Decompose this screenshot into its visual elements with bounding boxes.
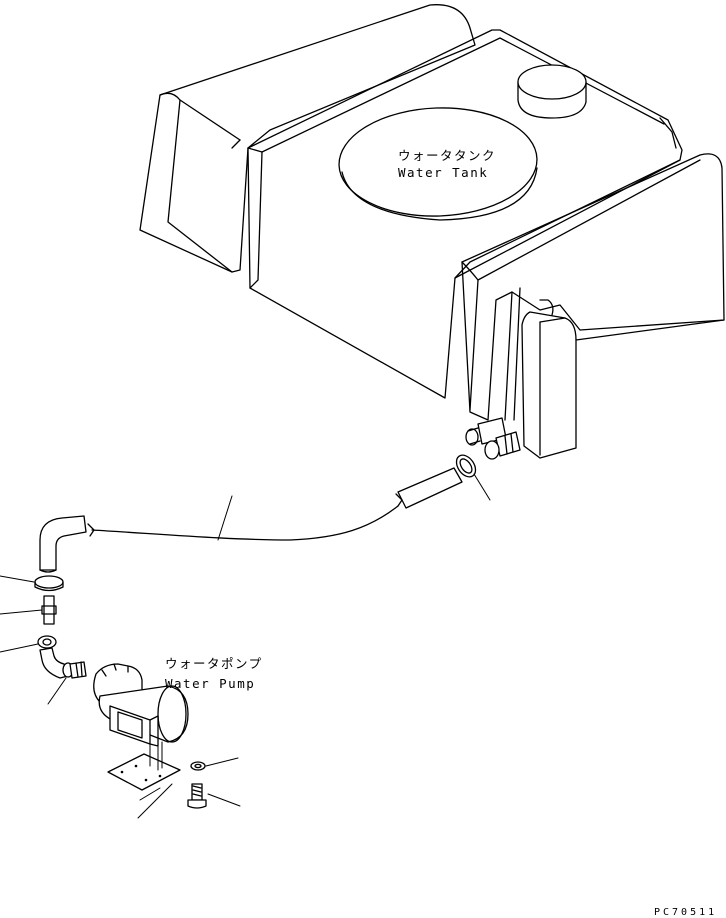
mounting-plate [107, 753, 181, 819]
pump-text-labels: ウォータポンプ Water Pump [165, 656, 263, 691]
hose-clamp-upper [455, 454, 491, 501]
drawing-code: PC70511 [654, 907, 717, 918]
tank-body [247, 29, 683, 399]
water-pump-label-jp: ウォータポンプ [165, 656, 263, 671]
tank-outlet-fitting [465, 417, 521, 460]
hose-elbow [39, 515, 87, 573]
water-pump-label-en: Water Pump [165, 676, 255, 691]
tank-text-labels: ウォータタンク Water Tank [398, 148, 496, 180]
seal-washer [0, 635, 57, 653]
water-hose [87, 495, 399, 541]
adapter-fitting [47, 661, 87, 705]
tank-filler-opening [338, 107, 538, 221]
water-tank-label-jp: ウォータタンク [398, 148, 496, 163]
hose-upper-segment [395, 467, 463, 509]
tank-filler-cap [517, 64, 587, 119]
tank-right-wing [461, 153, 725, 459]
water-tank: ウォータタンク Water Tank [139, 4, 725, 460]
water-pump [93, 663, 189, 771]
hose-nipple [0, 595, 57, 625]
hose-clamp-lower [0, 575, 64, 592]
mounting-bolt [187, 783, 241, 809]
water-tank-label-en: Water Tank [398, 165, 488, 180]
lock-washer [190, 757, 239, 771]
tank-left-wing [139, 4, 476, 273]
